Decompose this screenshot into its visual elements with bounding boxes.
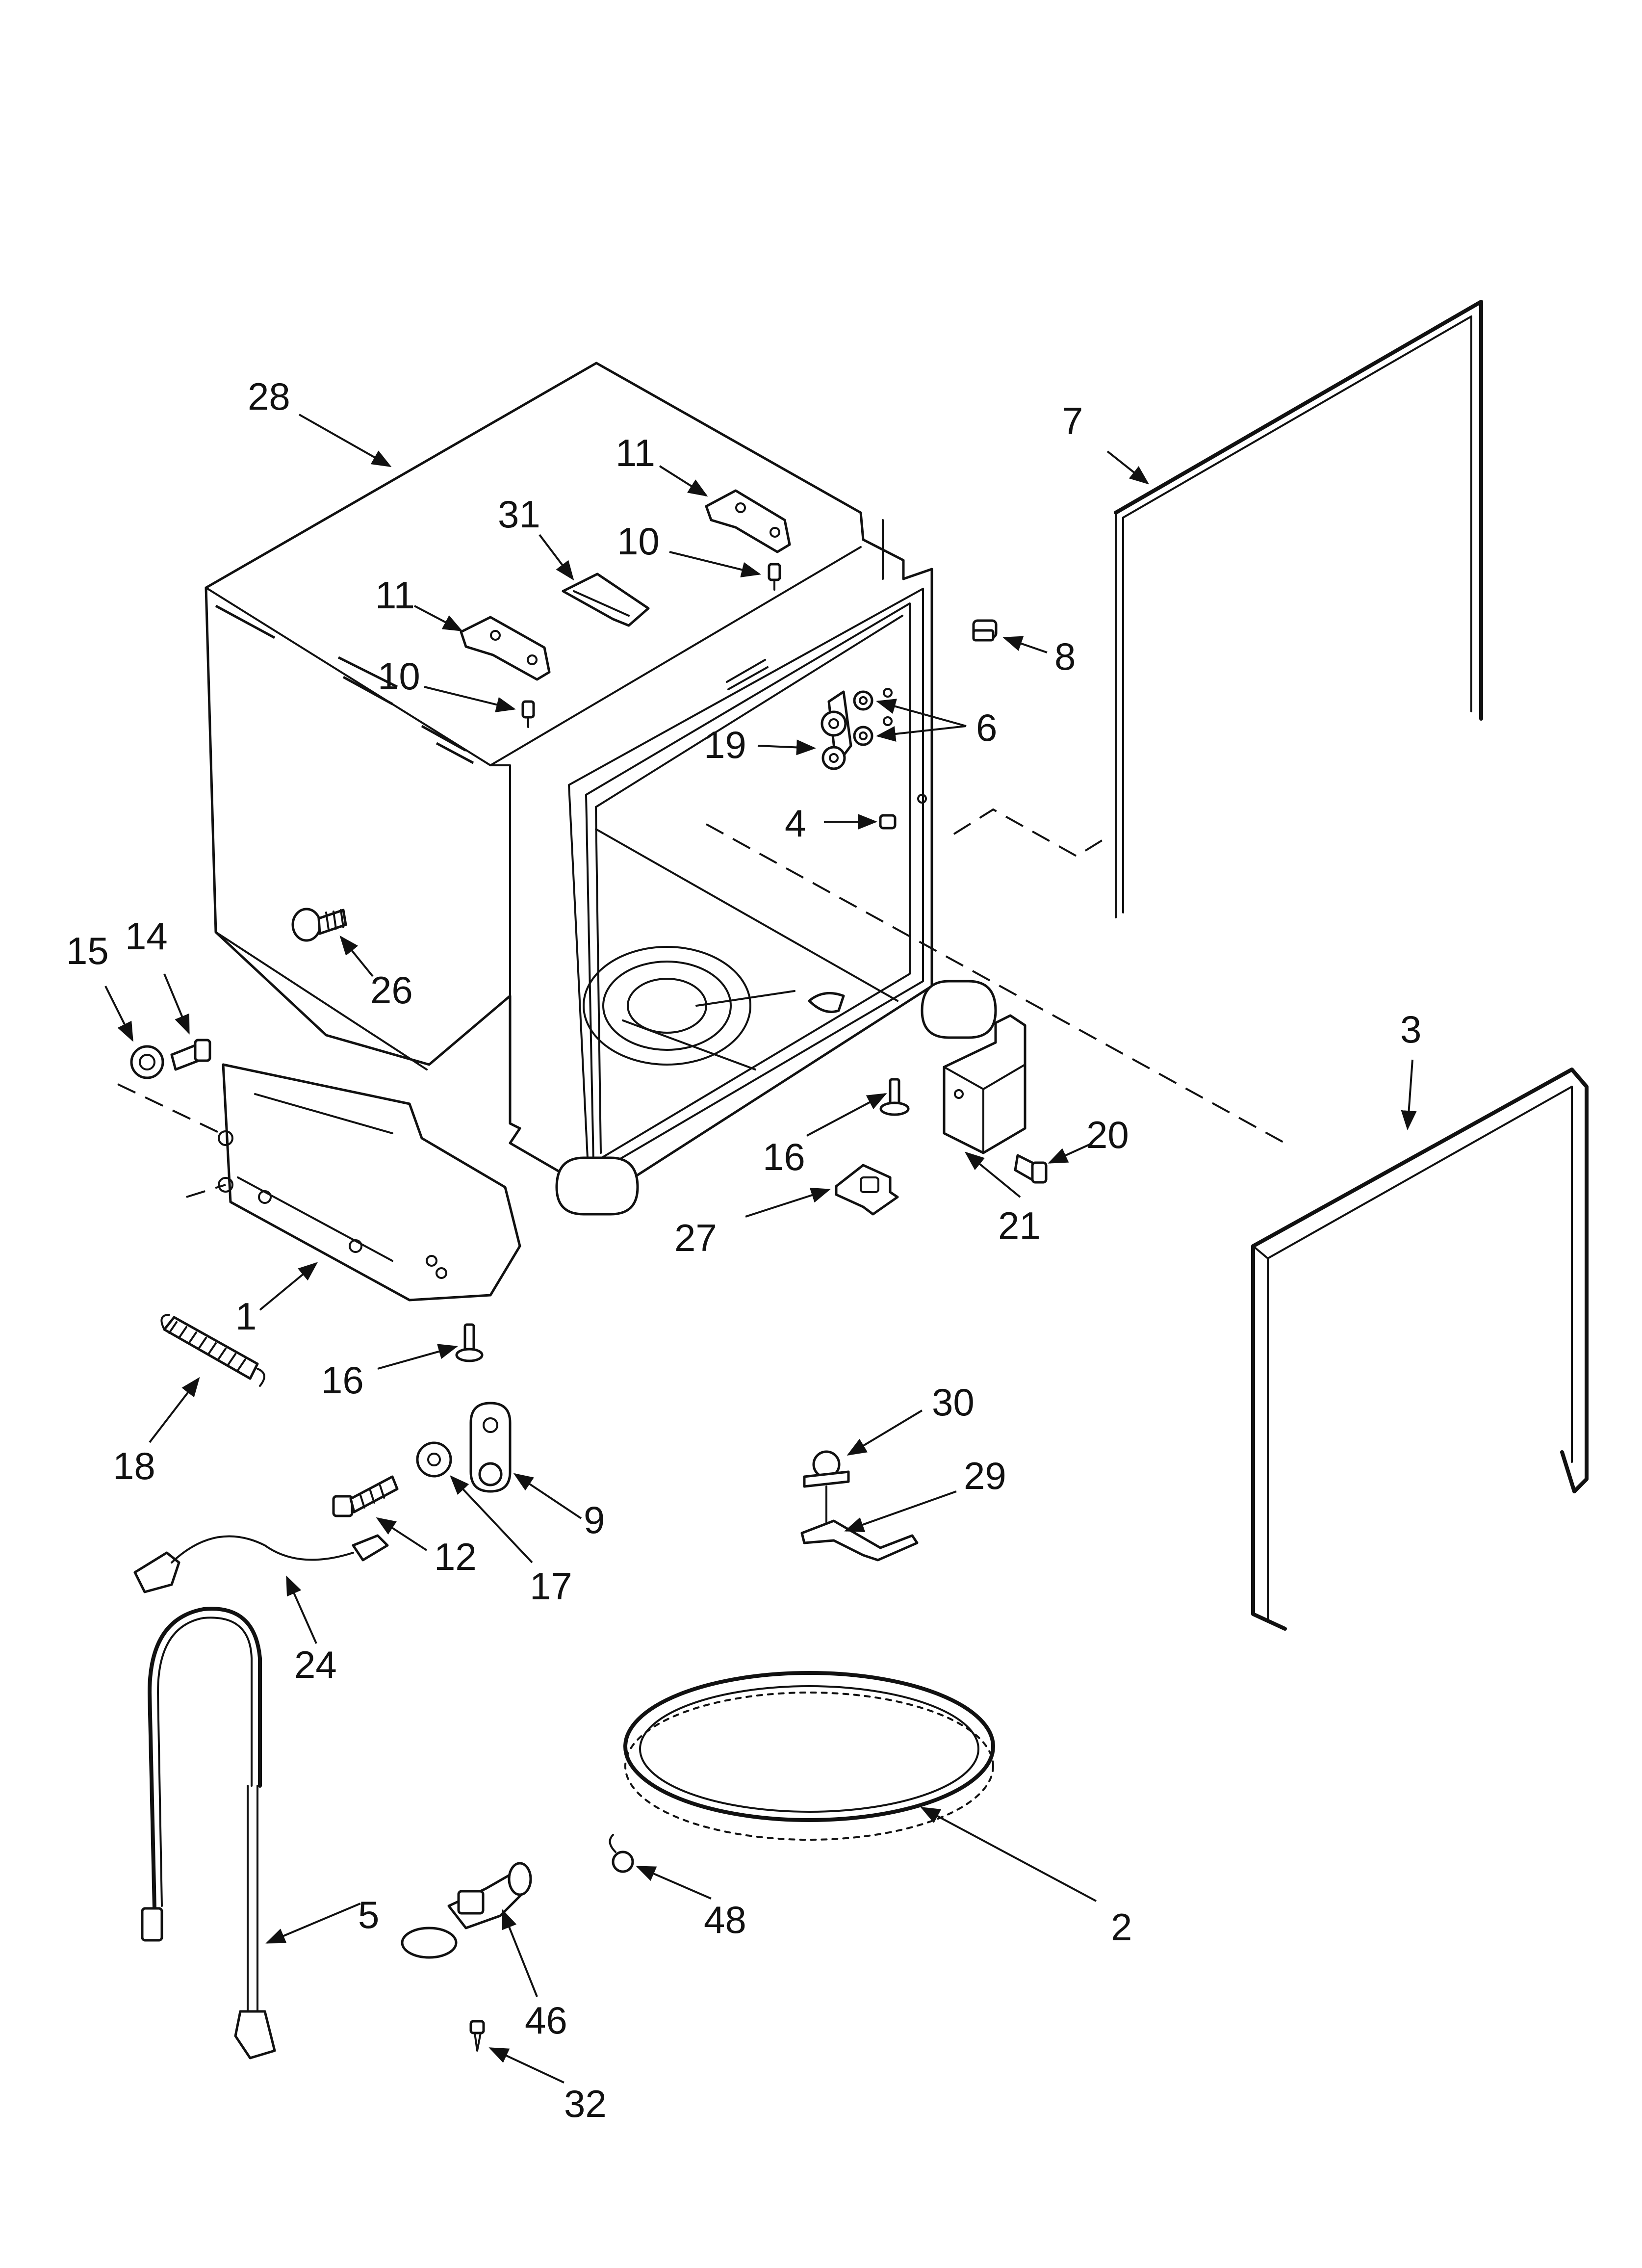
callout-9: 9 (584, 1498, 605, 1541)
part-washers-6 (853, 688, 893, 746)
callout-46: 46 (525, 1999, 567, 2042)
callout-12: 12 (434, 1535, 477, 1578)
part-tub-28 (205, 362, 997, 1302)
part-bolt-8 (972, 619, 998, 642)
part-bracket-29 (800, 1486, 919, 1562)
part-bolt-20 (1014, 1154, 1048, 1184)
part-leveler-16a (879, 1078, 910, 1116)
part-roller-19 (821, 690, 852, 770)
part-plug-26 (291, 908, 347, 942)
callout-21: 21 (998, 1204, 1041, 1247)
callout-6: 6 (976, 706, 997, 749)
callout-7: 7 (1062, 399, 1083, 443)
callout-18: 18 (113, 1444, 155, 1487)
callout-19: 19 (704, 723, 746, 766)
callout-16: 16 (321, 1358, 364, 1402)
dash-line-center (706, 823, 1285, 1144)
part-hose-5 (141, 1607, 276, 2059)
part-hinge-bracket-11a (705, 489, 791, 553)
callout-3: 3 (1400, 1008, 1421, 1051)
callout-labels: 28 11 31 10 11 10 7 8 6 19 4 26 15 14 3 … (66, 375, 1421, 2125)
part-link-9 (469, 1402, 512, 1493)
part-spacer-17 (416, 1441, 452, 1478)
callout-5: 5 (358, 1893, 379, 1936)
callout-30: 30 (932, 1381, 975, 1424)
callout-4: 4 (785, 802, 806, 845)
part-spring-clip-48 (609, 1834, 634, 1873)
callout-20: 20 (1086, 1113, 1129, 1156)
callout-10: 10 (378, 654, 420, 698)
part-bolt-12 (332, 1475, 399, 1517)
part-spring-18 (160, 1314, 265, 1387)
part-gasket-3 (1251, 1068, 1589, 1631)
callout-28: 28 (248, 375, 290, 418)
callout-16: 16 (763, 1135, 805, 1178)
part-screw-32 (469, 2020, 485, 2052)
part-bracket-21 (943, 1014, 1026, 1154)
callout-17: 17 (530, 1564, 572, 1608)
callout-15: 15 (66, 929, 109, 972)
part-leveler-16b (455, 1323, 484, 1362)
callout-29: 29 (964, 1454, 1006, 1497)
part-clip-27 (835, 1164, 899, 1216)
part-wire-24 (133, 1534, 389, 1593)
part-bolt-14 (170, 1039, 211, 1071)
callout-11: 11 (375, 574, 415, 617)
callout-8: 8 (1054, 635, 1076, 678)
part-clip-31 (562, 573, 650, 627)
callout-24: 24 (294, 1643, 337, 1686)
callout-48: 48 (704, 1898, 746, 1941)
part-gasket-7 (953, 300, 1483, 918)
part-filter-ring-2 (623, 1671, 995, 1841)
callout-31: 31 (498, 493, 540, 536)
part-screw-10b (521, 700, 535, 728)
callout-10: 10 (617, 520, 660, 563)
callout-26: 26 (370, 968, 413, 1012)
callout-32: 32 (564, 2082, 607, 2125)
leader-arrows (104, 414, 1417, 2084)
part-valve-46 (401, 1862, 532, 1959)
callout-2: 2 (1111, 1905, 1132, 1949)
part-sensor-30 (803, 1450, 850, 1488)
part-screw-10a (768, 563, 781, 591)
part-pin-4 (879, 794, 927, 830)
callout-11: 11 (616, 431, 655, 474)
callout-1: 1 (235, 1295, 257, 1338)
dash-line-left (117, 1083, 226, 1198)
part-nut-15 (130, 1045, 164, 1079)
callout-27: 27 (674, 1216, 717, 1259)
callout-14: 14 (125, 914, 168, 958)
part-hinge-bracket-11b (460, 616, 551, 681)
